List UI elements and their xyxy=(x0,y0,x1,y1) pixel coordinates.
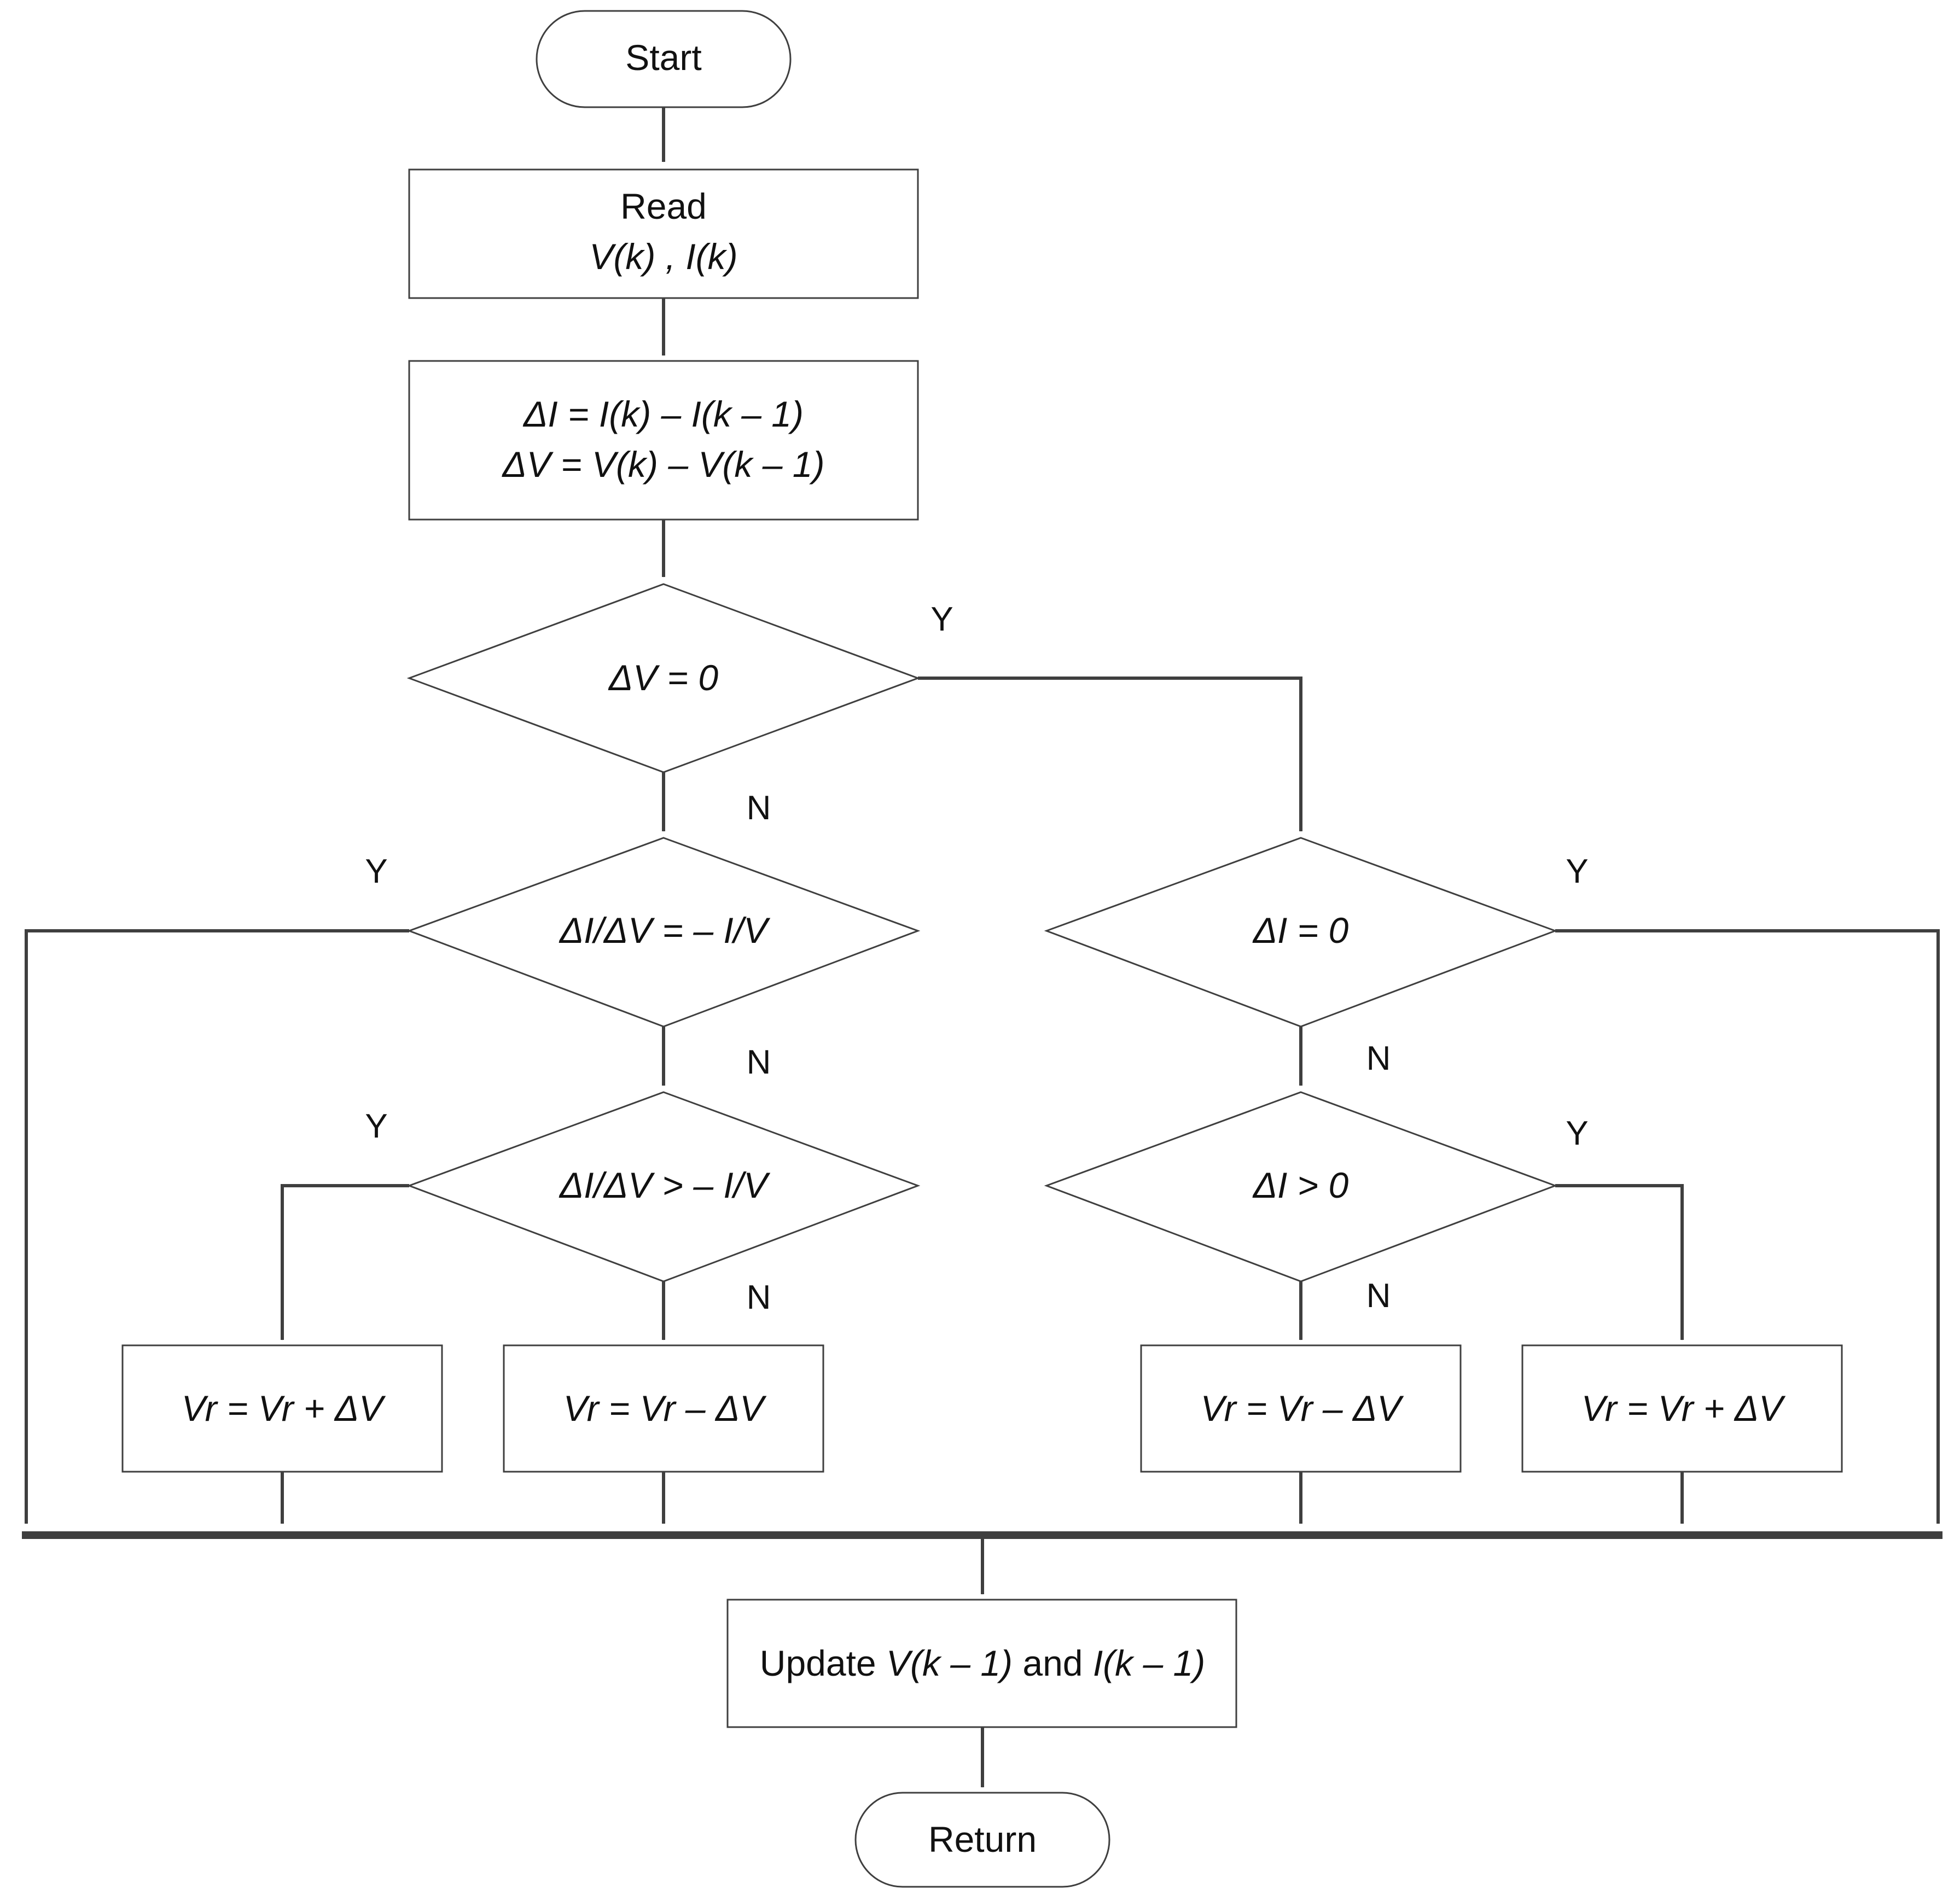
decision-di-zero: ΔI = 0 xyxy=(1044,837,1558,1028)
read-vars: V(k) , I(k) xyxy=(589,236,737,277)
action-vr-increase-right: Vr = Vr + ΔV xyxy=(1521,1344,1843,1473)
decision-di-positive: ΔI > 0 xyxy=(1044,1091,1558,1282)
branch-di-positive-yes: Y xyxy=(1566,1115,1588,1152)
decision-ratio-equal-label: ΔI/ΔV = – I/V xyxy=(559,910,771,951)
decision-dv-zero-label: ΔV = 0 xyxy=(608,657,719,698)
branch-ratio-equal-yes: Y xyxy=(365,853,387,890)
branch-ratio-greater-yes: Y xyxy=(365,1107,387,1145)
decision-ratio-equal: ΔI/ΔV = – I/V xyxy=(406,837,921,1028)
decision-ratio-greater-label: ΔI/ΔV > – I/V xyxy=(559,1165,771,1205)
branch-ratio-equal-no: N xyxy=(747,1043,771,1081)
action-vr-increase-right-label: Vr = Vr + ΔV xyxy=(1581,1388,1786,1428)
start-label: Start xyxy=(625,37,701,78)
branch-ratio-greater-no: N xyxy=(747,1279,771,1316)
read-title: Read xyxy=(620,186,707,226)
decision-dv-zero: ΔV = 0 xyxy=(406,583,921,773)
return-node: Return xyxy=(854,1792,1110,1888)
delta-process: ΔI = I(k) – I(k – 1) ΔV = V(k) – V(k – 1… xyxy=(408,360,919,521)
update-process: Update V(k – 1) and I(k – 1) xyxy=(726,1599,1237,1728)
branch-dv-zero-yes: Y xyxy=(930,600,953,638)
branch-dv-zero-no: N xyxy=(747,789,771,827)
action-vr-increase-left-label: Vr = Vr + ΔV xyxy=(182,1388,386,1428)
delta-i-formula: ΔI = I(k) – I(k – 1) xyxy=(522,394,804,434)
connectors xyxy=(22,107,1942,1788)
update-conjunction: and xyxy=(1013,1643,1093,1683)
start-node: Start xyxy=(536,10,792,108)
return-label: Return xyxy=(928,1819,1037,1859)
branch-di-positive-no: N xyxy=(1366,1277,1391,1315)
branch-di-zero-no: N xyxy=(1366,1040,1391,1077)
decision-di-zero-label: ΔI = 0 xyxy=(1252,910,1349,951)
action-vr-decrease-left-label: Vr = Vr – ΔV xyxy=(563,1388,767,1428)
update-label: Update V(k – 1) and I(k – 1) xyxy=(760,1643,1205,1683)
decision-di-positive-label: ΔI > 0 xyxy=(1252,1165,1349,1205)
read-process: Read V(k) , I(k) xyxy=(408,168,919,299)
action-vr-decrease-right-label: Vr = Vr – ΔV xyxy=(1201,1388,1404,1428)
update-prefix: Update xyxy=(760,1643,886,1683)
decision-ratio-greater: ΔI/ΔV > – I/V xyxy=(406,1091,921,1282)
update-i-term: I(k – 1) xyxy=(1093,1643,1205,1683)
update-v-term: V(k – 1) xyxy=(886,1643,1013,1683)
branch-di-zero-yes: Y xyxy=(1566,853,1588,890)
action-vr-increase-left: Vr = Vr + ΔV xyxy=(121,1344,443,1473)
delta-v-formula: ΔV = V(k) – V(k – 1) xyxy=(502,444,825,485)
action-vr-decrease-right: Vr = Vr – ΔV xyxy=(1140,1344,1462,1473)
action-vr-decrease-left: Vr = Vr – ΔV xyxy=(503,1344,824,1473)
